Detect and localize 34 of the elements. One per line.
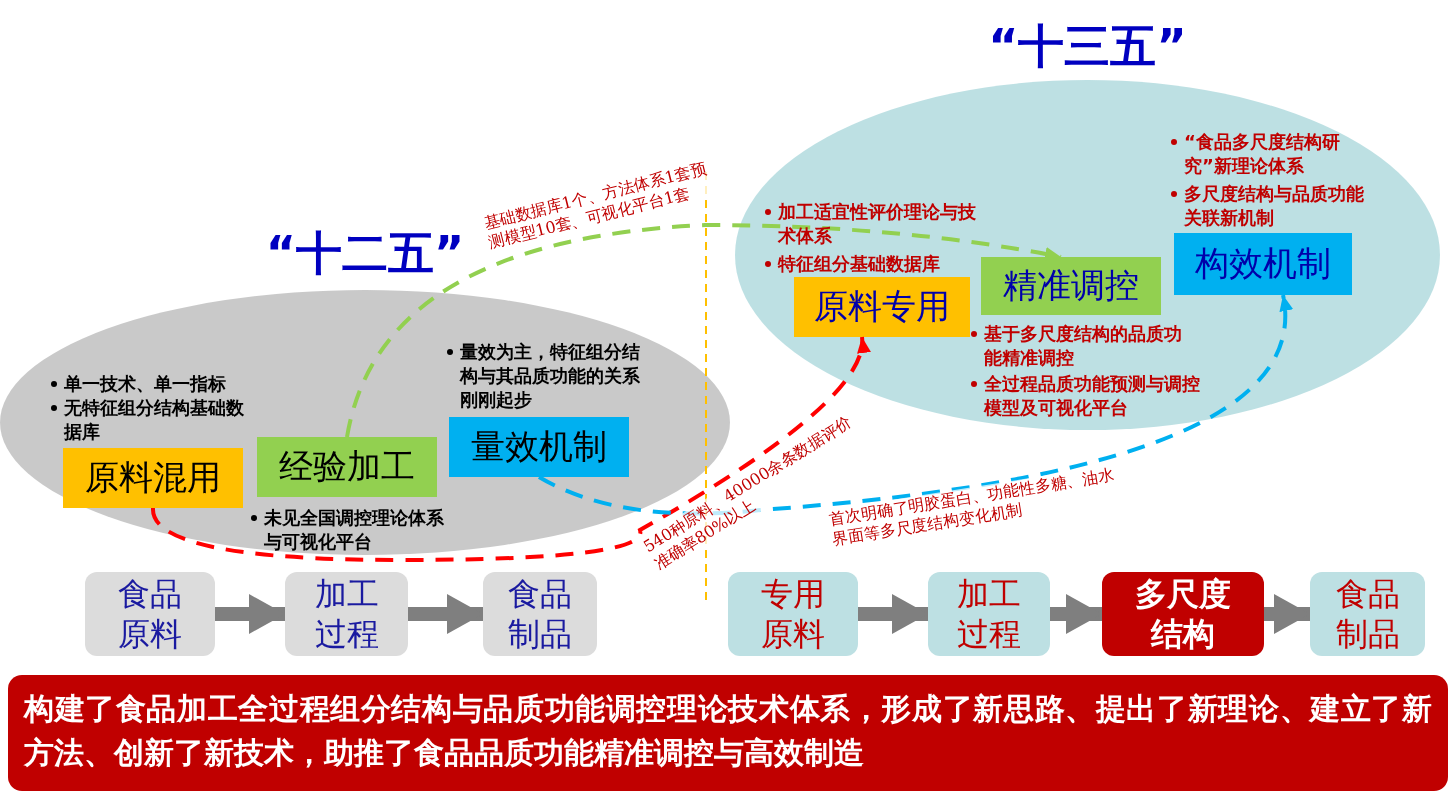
stage-box: 量效机制 [449, 417, 629, 477]
bullet-text: 量效为主，特征组分结构与其品质功能的关系刚刚起步 [460, 340, 641, 412]
flow-arrow [215, 594, 285, 634]
bullet-text: 特征组分基础数据库 [778, 252, 941, 276]
flow-arrow [858, 594, 928, 634]
bullet-text: “食品多尺度结构研究”新理论体系 [1184, 130, 1341, 178]
process-box: 食品制品 [483, 572, 597, 656]
era-title: “十二五” [265, 225, 465, 281]
process-box: 加工过程 [285, 572, 408, 656]
stage-box: 构效机制 [1174, 233, 1352, 295]
bullet-text: 未见全国调控理论体系与可视化平台 [264, 506, 445, 554]
stage-box: 原料混用 [63, 448, 243, 508]
process-box: 专用原料 [728, 572, 858, 656]
flow-arrow [1050, 594, 1102, 634]
process-box: 多尺度结构 [1102, 572, 1264, 656]
bullet-text: 多尺度结构与品质功能关联新机制 [1184, 182, 1365, 230]
bullet-text: 无特征组分结构基础数据库 [64, 396, 245, 444]
bullet-text: 全过程品质功能预测与调控模型及可视化平台 [984, 372, 1201, 420]
process-box: 食品制品 [1310, 572, 1425, 656]
stage-box: 经验加工 [257, 437, 437, 497]
flow-arrow [1264, 594, 1310, 634]
stage-box: 原料专用 [794, 277, 970, 337]
flow-arrow [408, 594, 483, 634]
summary-banner: 构建了食品加工全过程组分结构与品质功能调控理论技术体系，形成了新思路、提出了新理论、建立了新方法、创新了新技术，助推了食品品质功能精准调控与高效制造 [8, 675, 1448, 791]
dashed-arrow [151, 336, 869, 562]
dashed-arrow [345, 223, 1062, 438]
stage-box: 精准调控 [981, 257, 1161, 315]
bullet-text: 加工适宜性评价理论与技术体系 [778, 200, 977, 248]
bullet-text: 单一技术、单一指标 [64, 372, 227, 396]
era-title: “十三五” [987, 18, 1188, 74]
dashed-arrow [538, 294, 1292, 516]
bullet-text: 基于多尺度结构的品质功能精准调控 [984, 322, 1183, 370]
process-box: 食品原料 [85, 572, 215, 656]
process-box: 加工过程 [928, 572, 1050, 656]
